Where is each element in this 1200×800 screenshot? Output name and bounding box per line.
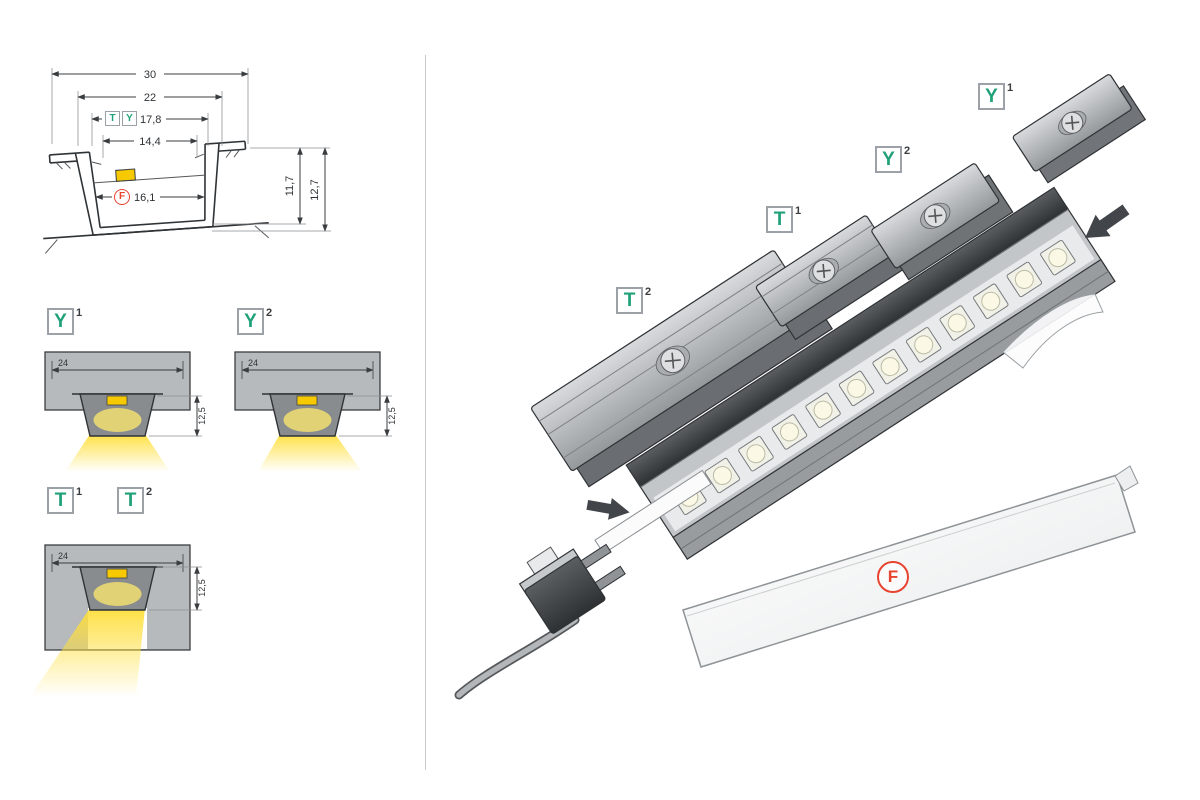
label-box: Y [237,308,264,335]
dim-recess-depth-label: 12,5 [197,407,207,425]
marker-f-icon: F [114,189,130,205]
dim-recess-width-label: 24 [248,358,258,368]
cross-section-drawing: 30 22 17,8 14,4 16,1 11,7 12,7 [43,66,331,254]
mounting-cover-t1 [755,215,907,341]
led-chip [106,395,128,406]
dim-inner-width-label: 14,4 [139,136,160,148]
marker-t-icon: T [105,111,120,126]
mount-diagram-y1: 24 12,5 [44,351,207,472]
diffuser-curl [1002,293,1104,369]
dim-opening-width-label: 17,8 [140,114,161,126]
dim-recess-depth-label: 12,5 [197,579,207,597]
light-beam [258,434,362,472]
mounting-cover-y1 [1012,74,1147,184]
label-box: T [47,487,74,514]
mounting-cover-y2 [871,163,1014,281]
led-strip [671,239,1076,516]
light-beam [30,608,145,697]
profile-outline [43,140,270,254]
label-box: T [117,487,144,514]
label-box: T [616,287,643,314]
label-box: Y [875,146,902,173]
panel-divider [425,55,426,770]
label-box: T [766,206,793,233]
dim-depth-inner-label: 11,7 [284,176,296,197]
dim-recess-width-label: 24 [58,358,68,368]
cross-section-panel: 30 22 17,8 14,4 16,1 11,7 12,7 [30,66,397,697]
label-box: Y [47,308,74,335]
led-profile-body [625,186,1116,560]
end-cap [518,543,626,634]
pcb-strip-end [594,469,712,555]
dim-total-width-label: 30 [144,69,156,81]
diffuser-panel [682,465,1139,668]
assembly-arrow-left-icon [586,498,630,520]
mount-diagram-t: 24 12,5 [30,544,207,697]
label-box: Y [978,83,1005,110]
dim-recess-width-label: 24 [58,551,68,561]
mount-diagram-y2: 24 12,5 [234,351,397,472]
dim-top-width-label: 22 [144,92,156,104]
led-chip [115,168,136,182]
dim-depth-total-label: 12,7 [309,179,321,200]
label-exploded-f: F [877,561,909,593]
exploded-view-panel [454,74,1147,700]
marker-y-icon: Y [122,111,137,126]
assembly-arrow-top-icon [1085,204,1130,239]
dim-bottom-width-label: 16,1 [134,192,155,204]
light-beam [65,434,170,472]
led-chip [296,395,318,406]
dim-recess-depth-label: 12,5 [387,407,397,425]
led-chip [106,568,128,579]
